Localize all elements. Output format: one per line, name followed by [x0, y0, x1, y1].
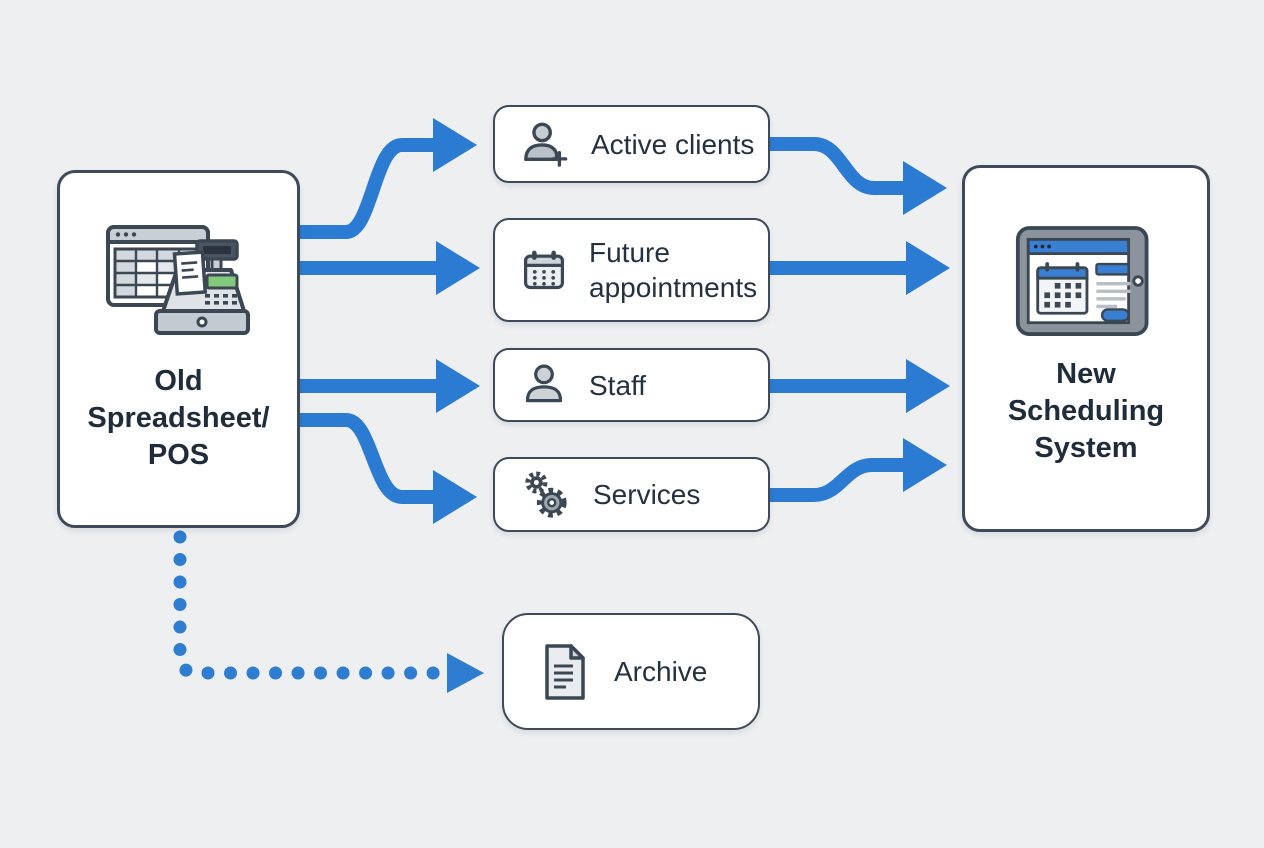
item-label: Staff [589, 369, 647, 401]
item-services: Services [493, 457, 770, 532]
item-label: Services [593, 479, 701, 510]
arrowhead [436, 359, 480, 413]
title-line: Spreadsheet/ [87, 402, 270, 434]
title-line: Old [154, 365, 203, 397]
item-future-appointments: Future appointments [493, 218, 770, 322]
node-title-old-spreadsheet-pos: Old Spreadsheet/ POS [87, 363, 269, 474]
node-new-scheduling-system: New Scheduling System [962, 165, 1210, 532]
arrow-source-to-active-clients [300, 138, 434, 239]
arrow-active-clients-to-target [770, 137, 904, 195]
item-label: Active clients [591, 128, 755, 160]
arrow-services-to-target [770, 458, 904, 502]
title-line: System [1034, 432, 1138, 464]
item-label: Future appointments [589, 237, 758, 303]
node-title-new-scheduling-system: New Scheduling System [1008, 356, 1164, 467]
calendar-icon [521, 247, 567, 293]
arrowhead [433, 470, 477, 524]
arrowhead [433, 118, 477, 172]
scheduling-tablet-icon [1015, 226, 1149, 336]
dotted-arrow-source-to-archive [173, 530, 445, 680]
arrow-source-to-services [300, 413, 434, 504]
item-archive: Archive [502, 613, 760, 730]
arrowhead [903, 438, 947, 492]
arrowhead [436, 241, 480, 295]
dotted-arrowhead [447, 653, 484, 693]
arrowhead [903, 161, 947, 215]
person-icon [521, 362, 567, 408]
item-active-clients: Active clients [493, 105, 770, 183]
item-label: Archive [614, 656, 708, 687]
title-line: POS [147, 439, 210, 471]
spreadsheet-pos-icon [105, 225, 250, 335]
title-line: Scheduling [1007, 395, 1165, 427]
node-old-spreadsheet-pos: Old Spreadsheet/ POS [57, 170, 300, 528]
document-icon [538, 643, 588, 701]
item-staff: Staff [493, 348, 770, 422]
arrowhead [906, 241, 950, 295]
arrowhead [906, 359, 950, 413]
gears-icon [521, 470, 571, 520]
person-plus-icon [521, 120, 569, 168]
title-line: New [1056, 358, 1116, 390]
